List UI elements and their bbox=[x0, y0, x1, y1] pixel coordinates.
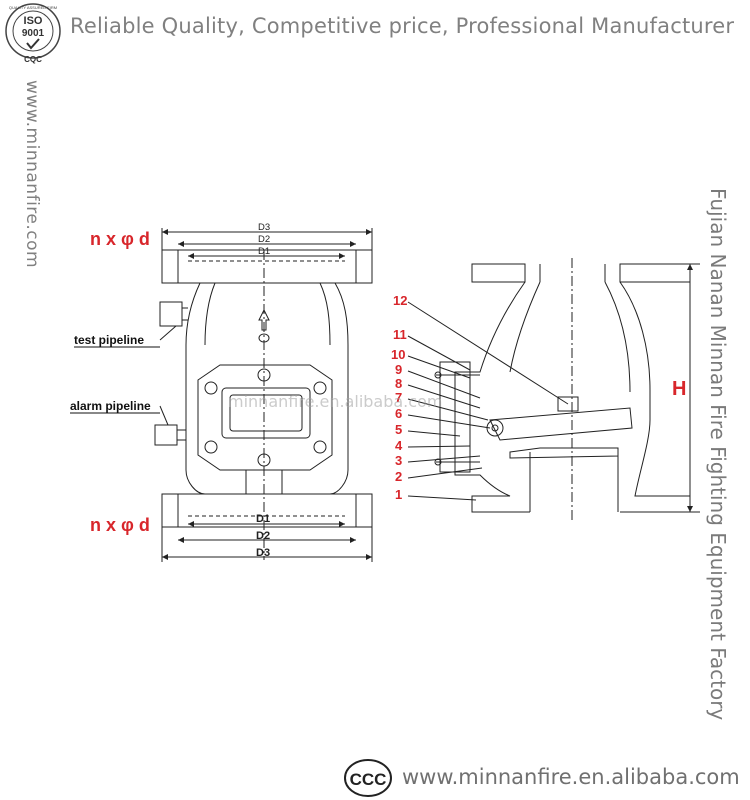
dim-d1-top: D1 bbox=[258, 246, 270, 257]
iso-logo-top: ISO bbox=[24, 15, 43, 27]
ccc-mark-text: CCC bbox=[350, 770, 387, 789]
part-8: 8 bbox=[395, 376, 402, 391]
section-top-flange-right bbox=[619, 263, 691, 283]
iso-logo-bottom: CQC bbox=[24, 55, 42, 64]
bolt-icon bbox=[204, 440, 218, 454]
part-numbers: 12 11 10 9 8 7 6 5 4 3 2 1 bbox=[391, 293, 407, 502]
alarm-pipeline-nozzle bbox=[154, 424, 178, 446]
top-flange bbox=[161, 249, 373, 284]
part-6: 6 bbox=[395, 406, 402, 421]
bolt-icon bbox=[313, 381, 327, 395]
label-height: H bbox=[672, 378, 686, 400]
inspection-window bbox=[221, 387, 311, 439]
section-body-right bbox=[619, 281, 691, 513]
iso-logo-ring: QUALITY ASSURED FIRM bbox=[9, 5, 57, 10]
ccc-mark-icon: CCC bbox=[344, 759, 392, 797]
part-9: 9 bbox=[395, 362, 402, 377]
part-3: 3 bbox=[395, 453, 402, 468]
iso-logo-mid: 9001 bbox=[22, 28, 45, 39]
section-top-flange-left bbox=[471, 263, 526, 283]
part-1: 1 bbox=[395, 487, 402, 502]
label-alarm-pipeline: alarm pipeline bbox=[70, 399, 151, 413]
dim-d3-bottom: D3 bbox=[256, 547, 270, 559]
body-left bbox=[185, 282, 206, 495]
label-test-pipeline: test pipeline bbox=[74, 333, 144, 347]
flow-arrow-icon bbox=[258, 308, 270, 331]
part-10: 10 bbox=[391, 347, 405, 362]
dim-d3-top: D3 bbox=[258, 222, 270, 233]
watermark: minnanfire.en.alibaba.com bbox=[228, 392, 443, 411]
bolt-spec-top: n x φ d bbox=[90, 229, 150, 249]
dim-d1-bottom: D1 bbox=[256, 513, 270, 525]
part-7: 7 bbox=[395, 390, 402, 405]
part-12: 12 bbox=[393, 293, 407, 308]
bolt-icon bbox=[204, 381, 218, 395]
section-body-left bbox=[454, 281, 530, 513]
bolt-spec-bottom: n x φ d bbox=[90, 515, 150, 535]
check-icon bbox=[26, 38, 40, 50]
body-right bbox=[329, 282, 349, 495]
tagline: Reliable Quality, Competitive price, Pro… bbox=[70, 14, 735, 38]
part-4: 4 bbox=[395, 438, 403, 453]
cover-plate bbox=[197, 364, 333, 471]
part-5: 5 bbox=[395, 422, 402, 437]
footer-url[interactable]: www.minnanfire.en.alibaba.com bbox=[402, 765, 740, 789]
part-2: 2 bbox=[395, 469, 402, 484]
side-url: www.minnanfire.com bbox=[22, 80, 42, 269]
iso-logo: ISO 9001 CQC QUALITY ASSURED FIRM bbox=[5, 3, 61, 64]
bottom-flange bbox=[161, 493, 373, 528]
clapper-nut bbox=[557, 396, 579, 412]
dim-d2-bottom: D2 bbox=[256, 530, 270, 542]
side-company: Fujian Nanan Minnan Fire Fighting Equipm… bbox=[706, 188, 730, 721]
part-11: 11 bbox=[393, 327, 407, 342]
dim-d2-top: D2 bbox=[258, 234, 270, 245]
bolt-icon bbox=[313, 440, 327, 454]
test-pipeline-nozzle bbox=[159, 301, 183, 327]
clapper bbox=[489, 407, 633, 441]
